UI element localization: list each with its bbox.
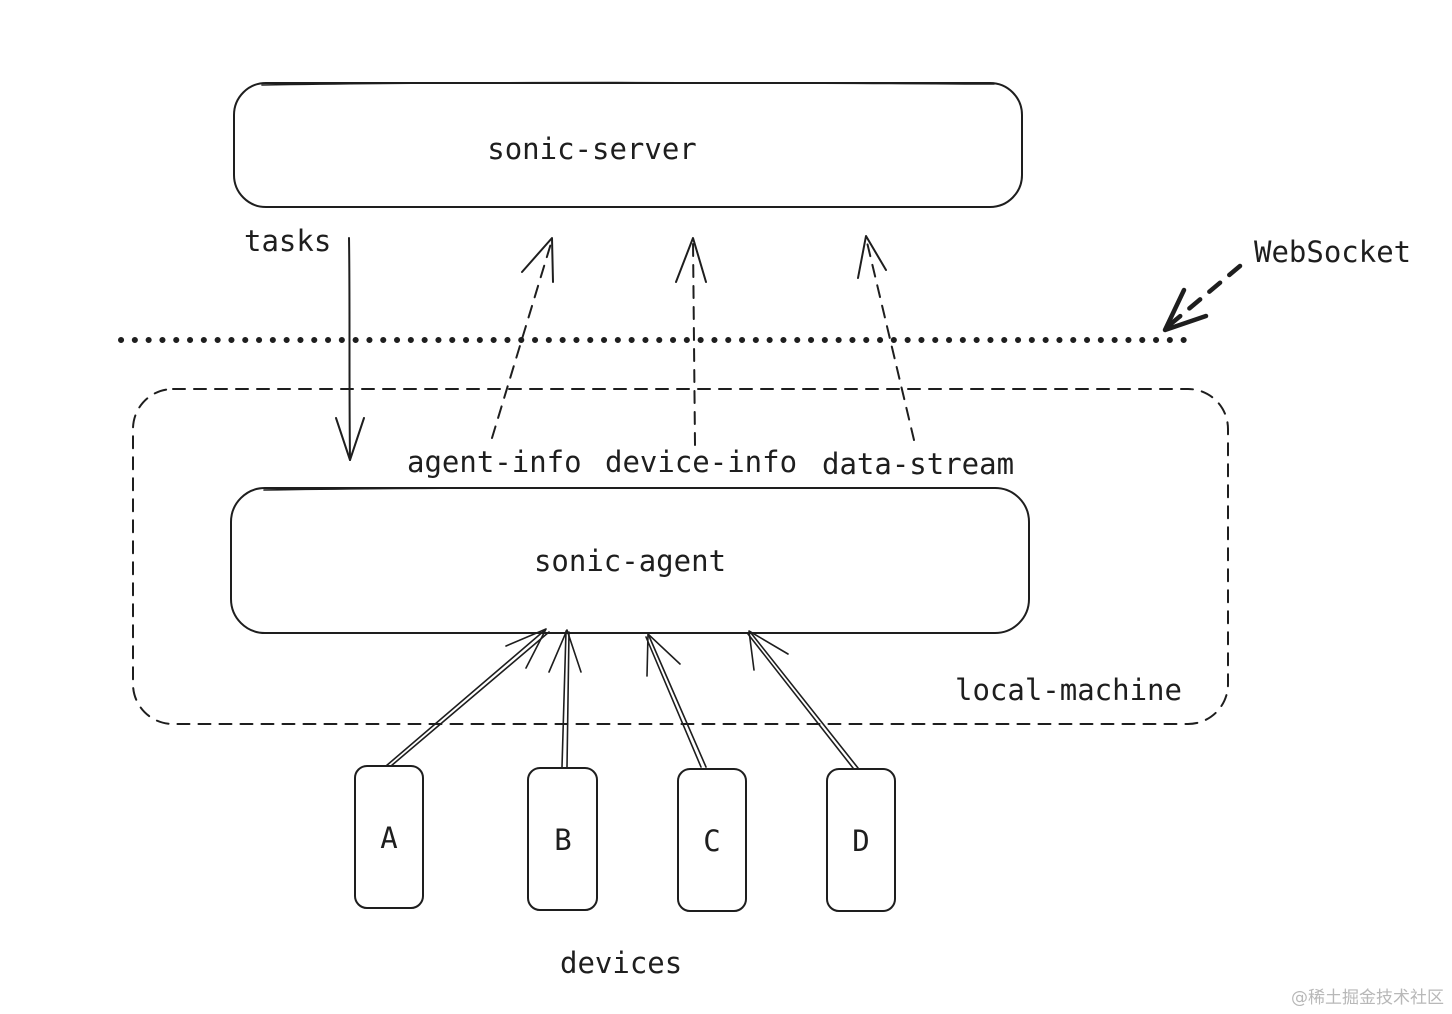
local-machine-label: local-machine [955,673,1182,707]
data-stream-label: data-stream [822,447,1014,481]
device-a-arrow [385,628,550,767]
device-b: B [527,767,598,911]
device-d-label: D [852,824,869,858]
device-a: A [354,765,424,909]
device-a-label: A [380,821,397,855]
websocket-pointer-arrow [1162,263,1243,333]
sonic-server-node: sonic-server [233,81,1023,208]
agent-info-label: agent-info [407,445,582,479]
tasks-arrow [335,237,365,461]
device-d-arrow [747,630,859,769]
sonic-server-label: sonic-server [487,132,697,166]
tasks-label: tasks [244,224,331,258]
devices-caption: devices [560,946,682,980]
local-machine-container: local-machine [132,388,1229,725]
device-info-arrow [675,237,707,446]
device-b-arrow [548,629,582,768]
device-b-label: B [554,823,571,857]
device-c-arrow [645,633,707,768]
sonic-agent-node: sonic-agent [230,487,1030,634]
watermark-text: @稀土掘金技术社区 [1291,988,1444,1008]
sonic-agent-label: sonic-agent [534,544,726,578]
device-info-label: device-info [605,445,797,479]
websocket-label: WebSocket [1254,235,1411,269]
device-c: C [677,768,747,912]
data-stream-arrow [857,235,915,441]
agent-info-arrow [491,237,554,439]
device-c-label: C [703,824,720,858]
device-d: D [826,768,896,912]
